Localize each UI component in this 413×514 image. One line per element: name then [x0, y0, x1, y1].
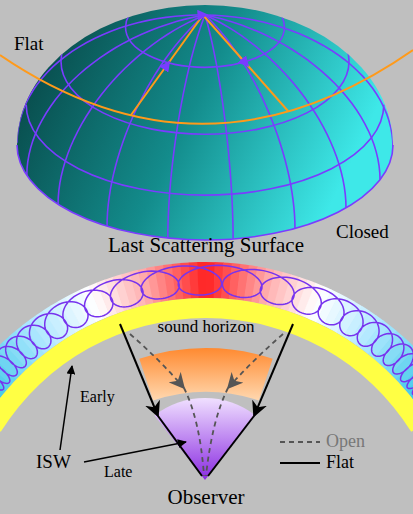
legend-text: Flat	[326, 453, 354, 473]
open-ray	[206, 388, 228, 476]
meridian-line	[205, 15, 380, 180]
open-ray	[228, 334, 283, 388]
near-region	[139, 348, 272, 401]
sphere-grid	[17, 0, 393, 239]
legend-sample	[280, 441, 320, 443]
closed-sphere	[17, 5, 393, 240]
triangle	[131, 15, 288, 115]
meridian-line	[205, 15, 233, 239]
horizon-label: sound horizon	[158, 318, 255, 337]
observer-label: Observer	[168, 486, 245, 509]
latitude-line	[126, 0, 285, 67]
surface-label: Last Scattering Surface	[108, 234, 304, 257]
flat-ray	[120, 324, 158, 416]
isw-phase-label: Late	[104, 463, 132, 481]
isw-label: ISW	[36, 452, 71, 473]
legend-text: Open	[326, 432, 365, 452]
meridian-line	[205, 15, 393, 147]
isw-phase-label: Early	[80, 388, 115, 406]
open-ray	[184, 388, 204, 476]
open-ray	[130, 334, 184, 388]
plane-label: Flat	[14, 34, 44, 55]
isw-leader	[60, 366, 72, 450]
oscillation-path	[0, 265, 413, 417]
latitude-line	[61, 0, 349, 134]
legend-sample	[280, 462, 320, 464]
meridian-line	[27, 15, 205, 175]
acoustic-oscillations	[0, 265, 413, 417]
latitude-line	[26, 105, 384, 195]
flat-plane	[0, 50, 413, 124]
sphere-label: Closed	[336, 222, 389, 243]
observer-cone	[155, 398, 256, 480]
meridian-line	[168, 15, 205, 238]
meridian-line	[205, 15, 346, 208]
meridian-line	[205, 15, 295, 228]
isw-leader	[84, 442, 186, 462]
flat-ray	[254, 324, 293, 416]
